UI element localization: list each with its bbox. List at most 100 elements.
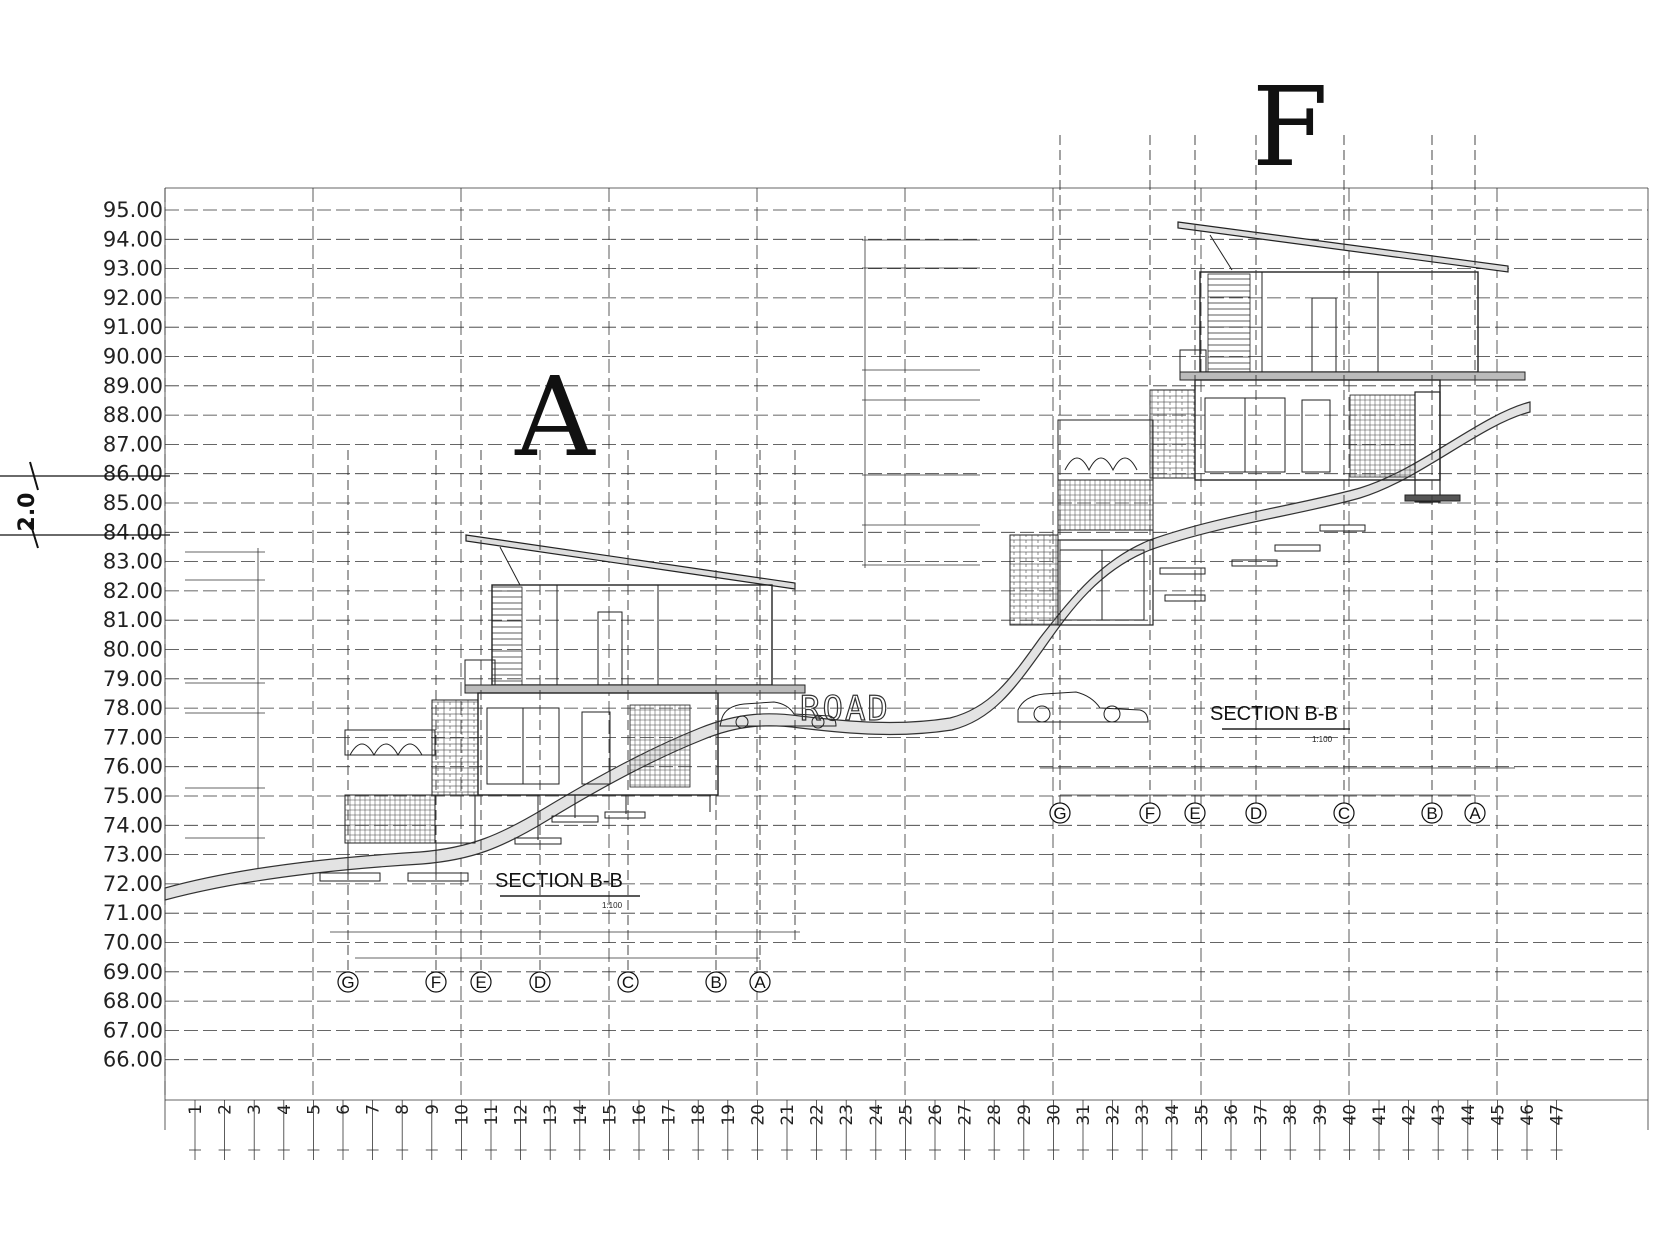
elevation-label: 94.00 <box>103 227 163 251</box>
station-label: 28 <box>985 1104 1005 1126</box>
house-f-section-title: SECTION B-B <box>1210 703 1338 725</box>
grid-label: A <box>754 973 766 992</box>
scale-marker: 2.0 <box>0 461 170 549</box>
grid-label: F <box>431 973 441 992</box>
grid-label: G <box>1053 804 1066 823</box>
grid-label-circle <box>705 971 727 993</box>
elevation-label: 78.00 <box>103 696 163 720</box>
grid-label: D <box>1250 804 1262 823</box>
elevation-label: 93.00 <box>103 257 163 281</box>
elevation-label: 87.00 <box>103 432 163 456</box>
station-label: 25 <box>896 1104 916 1126</box>
station-label: 7 <box>364 1104 384 1115</box>
grid-label-circle <box>337 971 359 993</box>
station-label: 46 <box>1518 1104 1538 1126</box>
station-label: 3 <box>245 1104 265 1115</box>
elevation-label: 75.00 <box>103 784 163 808</box>
elevation-label: 70.00 <box>103 931 163 955</box>
station-label: 9 <box>423 1104 443 1115</box>
road-label: ROAD <box>800 689 890 729</box>
elevation-label: 73.00 <box>103 843 163 867</box>
station-label: 5 <box>304 1104 324 1115</box>
elevation-label: 76.00 <box>103 755 163 779</box>
station-label: 45 <box>1488 1104 1508 1126</box>
grid-label-circle <box>1049 802 1071 824</box>
station-label: 47 <box>1548 1104 1568 1126</box>
station-label: 42 <box>1400 1104 1420 1126</box>
station-label: 37 <box>1252 1104 1272 1126</box>
grid-label-circle <box>1245 802 1267 824</box>
station-label: 27 <box>956 1104 976 1126</box>
elevation-label: 84.00 <box>103 520 163 544</box>
grid-label: A <box>1469 804 1481 823</box>
station-label: 1 <box>186 1104 206 1115</box>
grid-label-circle <box>470 971 492 993</box>
station-label: 40 <box>1340 1104 1360 1126</box>
station-label: 36 <box>1222 1104 1242 1126</box>
elevation-grid <box>164 187 1649 1130</box>
grid-label-circle <box>749 971 771 993</box>
station-label: 35 <box>1192 1104 1212 1126</box>
station-label: 44 <box>1459 1104 1479 1126</box>
station-label: 32 <box>1104 1104 1124 1126</box>
elevation-label: 81.00 <box>103 608 163 632</box>
station-label: 43 <box>1429 1104 1449 1126</box>
station-label: 2 <box>216 1104 236 1115</box>
elevation-label: 74.00 <box>103 813 163 837</box>
station-label: 12 <box>512 1104 532 1126</box>
elevation-label: 90.00 <box>103 345 163 369</box>
house-a-section-title: SECTION B-B <box>495 870 623 892</box>
station-label: 8 <box>393 1104 413 1115</box>
elevation-label: 86.00 <box>103 462 163 486</box>
elevation-label: 95.00 <box>103 198 163 222</box>
station-label: 22 <box>808 1104 828 1126</box>
station-label: 14 <box>571 1104 591 1126</box>
station-label: 17 <box>660 1104 680 1126</box>
elevation-label: 72.00 <box>103 872 163 896</box>
grid-label-circle <box>1184 802 1206 824</box>
grid-label: D <box>534 973 546 992</box>
house-a-letter: A <box>514 353 596 481</box>
house-f-scale: 1:100 <box>1312 735 1333 744</box>
station-label: 11 <box>482 1104 502 1126</box>
elevation-label: 85.00 <box>103 491 163 515</box>
station-label: 31 <box>1074 1104 1094 1126</box>
grid-label-circle <box>425 971 447 993</box>
station-label: 20 <box>748 1104 768 1126</box>
house-a-scale: 1:100 <box>602 901 623 910</box>
elevation-label: 80.00 <box>103 638 163 662</box>
elevation-label: 82.00 <box>103 579 163 603</box>
station-label: 41 <box>1370 1104 1390 1126</box>
grid-label-circle <box>617 971 639 993</box>
elevation-labels: 95.0094.0093.0092.0091.0090.0089.0088.00… <box>103 198 163 1072</box>
elevation-label: 91.00 <box>103 315 163 339</box>
grid-label-circle <box>529 971 551 993</box>
station-label: 39 <box>1311 1104 1331 1126</box>
elevation-label: 67.00 <box>103 1018 163 1042</box>
elevation-label: 68.00 <box>103 989 163 1013</box>
station-label: 26 <box>926 1104 946 1126</box>
house-f-letter: F <box>1252 63 1328 191</box>
station-label: 16 <box>630 1104 650 1126</box>
grid-label: C <box>622 973 634 992</box>
elevation-label: 71.00 <box>103 901 163 925</box>
grid-label: B <box>1426 804 1437 823</box>
station-label: 30 <box>1044 1104 1064 1126</box>
elevation-label: 83.00 <box>103 550 163 574</box>
elevation-label: 69.00 <box>103 960 163 984</box>
station-label: 29 <box>1015 1104 1035 1126</box>
grid-label: G <box>341 973 354 992</box>
grid-label-circle <box>1464 802 1486 824</box>
grid-label: C <box>1338 804 1350 823</box>
elevation-label: 88.00 <box>103 403 163 427</box>
station-label: 15 <box>600 1104 620 1126</box>
station-label: 33 <box>1133 1104 1153 1126</box>
station-label: 21 <box>778 1104 798 1126</box>
elevation-label: 77.00 <box>103 725 163 749</box>
